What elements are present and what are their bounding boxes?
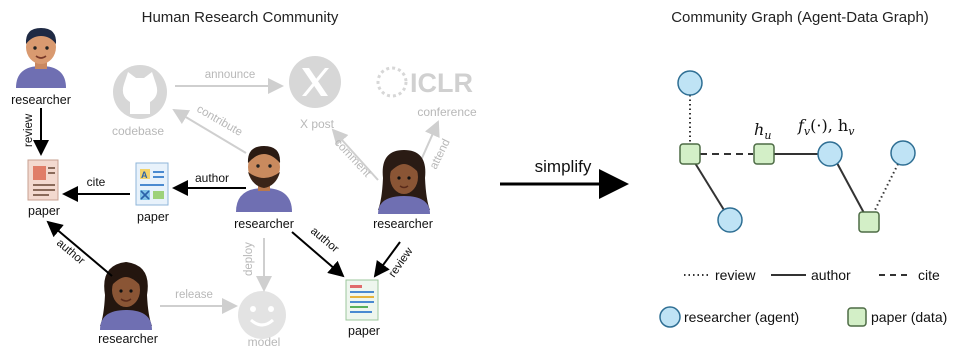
conference-label: conference [417,105,477,119]
researcher-center: researcher [234,146,294,231]
comment-label: comment [332,137,374,180]
researcher-avatar-icon [16,28,66,88]
review-right-edge [373,241,401,278]
researcher-avatar-icon [236,146,292,212]
svg-text:A: A [141,170,148,180]
conference-node: ICLR conference [376,66,477,119]
author-center-bottom-edge [291,231,345,278]
legend-data-swatch [847,307,867,327]
paper-center-label: paper [137,210,169,224]
author-center-label: author [195,171,229,185]
f-v-h-v-label: fv(·), hv [797,116,855,138]
edge-legend: review author cite [684,267,940,283]
release-label: release [175,289,213,301]
author-bottom-edge [46,220,113,277]
paper-document-icon: A [135,162,169,206]
announce-label: announce [205,69,256,81]
paper-document-icon [27,159,59,201]
cite-label: cite [87,175,106,189]
legend-author-label: author [811,267,851,283]
researcher-bottom: researcher [98,262,158,346]
codebase-node: codebase [112,65,167,138]
x-post-node: X post [289,56,341,131]
github-icon [113,65,167,119]
agent-node-v [817,141,843,167]
review-right-label: review [387,245,416,280]
legend-agent-label: researcher (agent) [684,309,799,325]
hugging-face-icon [238,291,286,339]
left-panel-title: Human Research Community [142,9,339,26]
researcher-right: researcher [373,150,433,231]
paper-left: paper [27,159,60,218]
h-u-label: hu [754,120,771,142]
model-label: model [248,335,281,349]
author-edge-right [836,162,865,214]
data-node [679,143,701,165]
data-node-u [753,143,775,165]
paper-left-label: paper [28,204,60,218]
right-panel-title: Community Graph (Agent-Data Graph) [671,9,929,26]
researcher-bottom-label: researcher [98,332,158,346]
review-top-label: review [23,113,35,147]
agent-node [890,140,916,166]
comment-edge [331,128,379,181]
legend-review-label: review [715,267,756,283]
researcher-right-label: researcher [373,217,433,231]
iclr-logo-icon: ICLR [376,66,473,98]
review-edge-right [873,163,899,213]
paper-document-icon [345,279,379,321]
attend-label: attend [428,137,453,171]
x-logo-icon [289,56,341,108]
active-edges: review cite author author author review [23,108,416,280]
researcher-avatar-icon [100,262,152,330]
researcher-avatar-icon [378,150,430,214]
legend-cite-label: cite [918,267,940,283]
agent-node [717,207,743,233]
researcher-center-label: researcher [234,217,294,231]
community-graph: hu fv(·), hv [677,70,916,233]
legend-agent-swatch [659,306,681,328]
model-node: model [238,291,286,349]
simplify-label: simplify [535,157,592,176]
contribute-edge [172,108,247,154]
x-post-label: X post [300,117,335,131]
deploy-label: deploy [243,242,255,276]
contribute-label: contribute [195,103,245,139]
paper-bottom: paper [345,279,380,338]
codebase-label: codebase [112,124,164,138]
researcher-top-left: researcher [11,28,71,107]
paper-bottom-label: paper [348,324,380,338]
researcher-top-left-label: researcher [11,93,71,107]
paper-center: A paper [135,162,169,224]
simplify-transition: simplify [500,157,629,199]
agent-node [677,70,703,96]
author-edge-bottom-left [694,162,725,211]
iclr-logo-text: ICLR [410,68,473,98]
data-node [858,211,880,233]
node-legend: researcher (agent) paper (data) [659,306,947,328]
legend-data-label: paper (data) [871,309,947,325]
